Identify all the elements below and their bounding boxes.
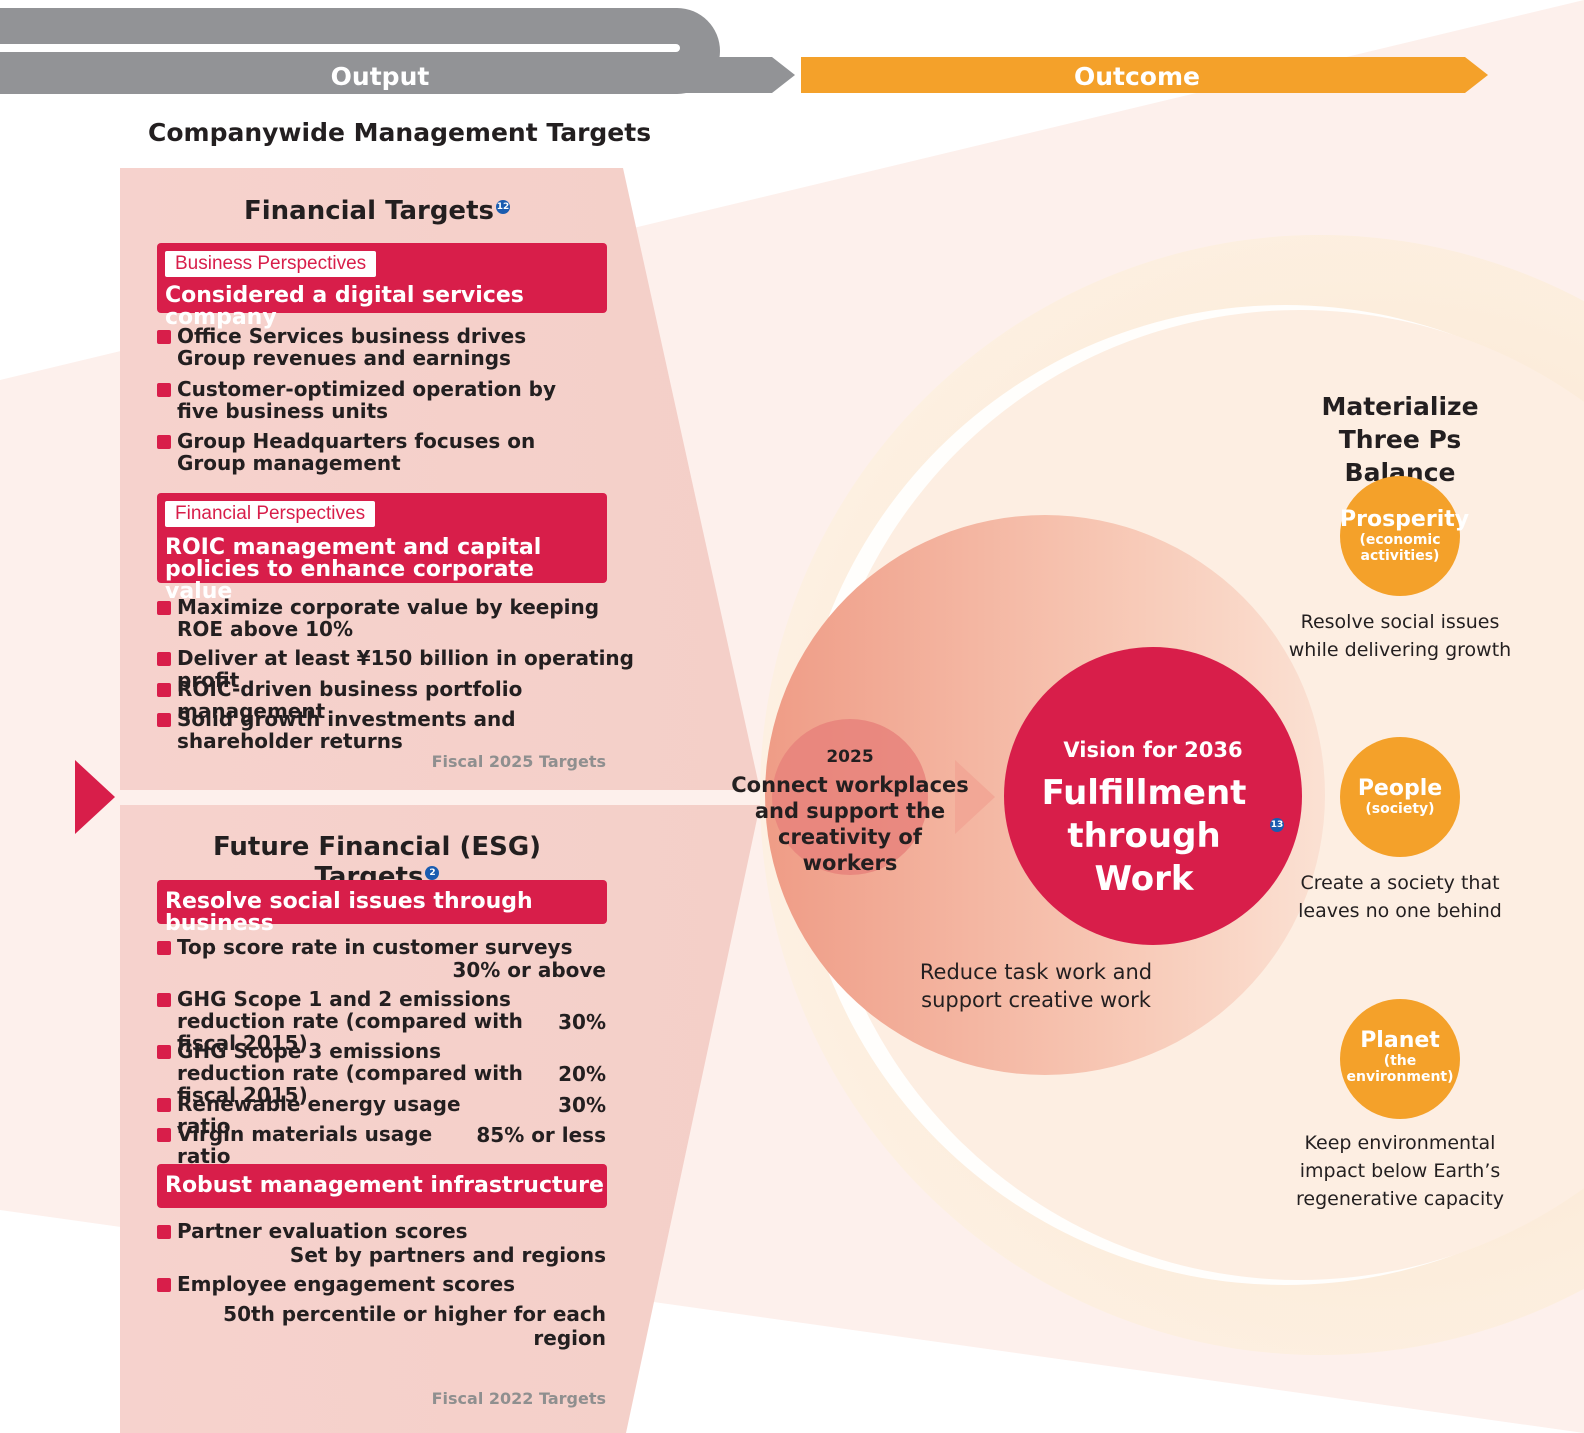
ref-badge: 13 xyxy=(1270,818,1284,832)
list-item: Office Services business drives Group re… xyxy=(157,325,577,369)
vision-label: Vision for 2036 xyxy=(1063,738,1243,762)
people-name: People xyxy=(1357,776,1443,801)
business-perspectives-title: Considered a digital services company xyxy=(165,283,524,330)
list-item: Top score rate in customer surveys xyxy=(157,936,607,958)
list-item-value: 85% or less xyxy=(476,1123,606,1147)
three-ps-heading: Materialize Three Ps Balance xyxy=(1321,392,1479,487)
section-title: Companywide Management Targets xyxy=(148,118,652,147)
ref-badge: 12 xyxy=(495,200,510,215)
goal-2025-year: 2025 xyxy=(826,747,874,767)
outcome-label: Outcome xyxy=(1073,61,1200,91)
list-item: Customer-optimized operation by five bus… xyxy=(157,378,577,422)
list-item-value: 30% xyxy=(558,1093,606,1117)
prosperity-sub: (economic activities) xyxy=(1359,532,1441,564)
resolve-social-issues-box: Resolve social issues through business xyxy=(157,880,607,935)
people-sub: (society) xyxy=(1365,801,1435,817)
robust-management-title: Robust management infrastructure xyxy=(165,1173,604,1198)
header-chevrons xyxy=(0,57,1488,93)
list-item: Deliver at least ¥150 billion in operati… xyxy=(157,647,637,691)
vision-circle xyxy=(1004,647,1302,945)
fiscal-2022-label: Fiscal 2022 Targets xyxy=(431,1389,606,1408)
output-label: Output xyxy=(330,61,430,91)
planet-circle: Planet (the environment) xyxy=(1340,999,1460,1119)
planet-sub: (the environment) xyxy=(1346,1053,1454,1085)
list-item-value: 50th percentile or higher for each regio… xyxy=(223,1302,606,1350)
resolve-social-issues-title: Resolve social issues through business xyxy=(165,889,533,936)
business-perspectives-tag: Business Perspectives xyxy=(165,251,377,277)
list-item: GHG Scope 1 and 2 emissions reduction ra… xyxy=(157,988,537,1054)
list-item: Maximize corporate value by keeping ROE … xyxy=(157,596,612,640)
robust-management-box: Robust management infrastructure xyxy=(157,1164,607,1208)
list-item: GHG Scope 3 emissions reduction rate (co… xyxy=(157,1040,537,1106)
prosperity-name: Prosperity xyxy=(1340,507,1470,532)
list-item-value: 30% or above xyxy=(452,958,606,982)
list-item: Group Headquarters focuses on Group mana… xyxy=(157,430,577,474)
fiscal-2025-label: Fiscal 2025 Targets xyxy=(431,752,606,771)
list-item: Virgin materials usage ratio xyxy=(157,1123,487,1167)
financial-perspectives-tag: Financial Perspectives xyxy=(165,501,376,527)
goal-2025-text: Connect workplaces and support the creat… xyxy=(731,773,969,875)
people-description: Create a society that leaves no one behi… xyxy=(1298,872,1502,922)
vision-title: Fulfillment through Work xyxy=(1014,772,1274,901)
people-circle: People (society) xyxy=(1340,737,1460,857)
list-item: Renewable energy usage ratio xyxy=(157,1093,487,1137)
list-item-value: Set by partners and regions xyxy=(289,1243,606,1267)
list-item: Partner evaluation scores xyxy=(157,1220,557,1242)
prosperity-description: Resolve social issues while delivering g… xyxy=(1288,611,1512,661)
ref-badge: 2 xyxy=(425,866,440,881)
vision-caption: Reduce task work and support creative wo… xyxy=(919,960,1153,1012)
financial-perspectives-title: ROIC management and capital policies to … xyxy=(165,535,542,604)
planet-description: Keep environmental impact below Earth’s … xyxy=(1296,1132,1504,1210)
output-flow-line xyxy=(0,44,680,52)
financial-targets-title: Financial Targets xyxy=(244,196,494,226)
business-perspectives-box: Business Perspectives Considered a digit… xyxy=(157,243,607,329)
list-item: Solid growth investments and shareholder… xyxy=(157,708,537,752)
list-item-value: 20% xyxy=(558,1062,606,1086)
list-item: Employee engagement scores xyxy=(157,1273,557,1295)
prosperity-circle: Prosperity (economic activities) xyxy=(1340,476,1470,596)
vision-title-text: Fulfillment through Work xyxy=(1041,773,1247,899)
planet-name: Planet xyxy=(1360,1028,1440,1053)
list-item: ROIC-driven business portfolio managemen… xyxy=(157,678,637,722)
financial-perspectives-box: Financial Perspectives ROIC management a… xyxy=(157,493,607,603)
list-item-value: 30% xyxy=(558,1010,606,1034)
